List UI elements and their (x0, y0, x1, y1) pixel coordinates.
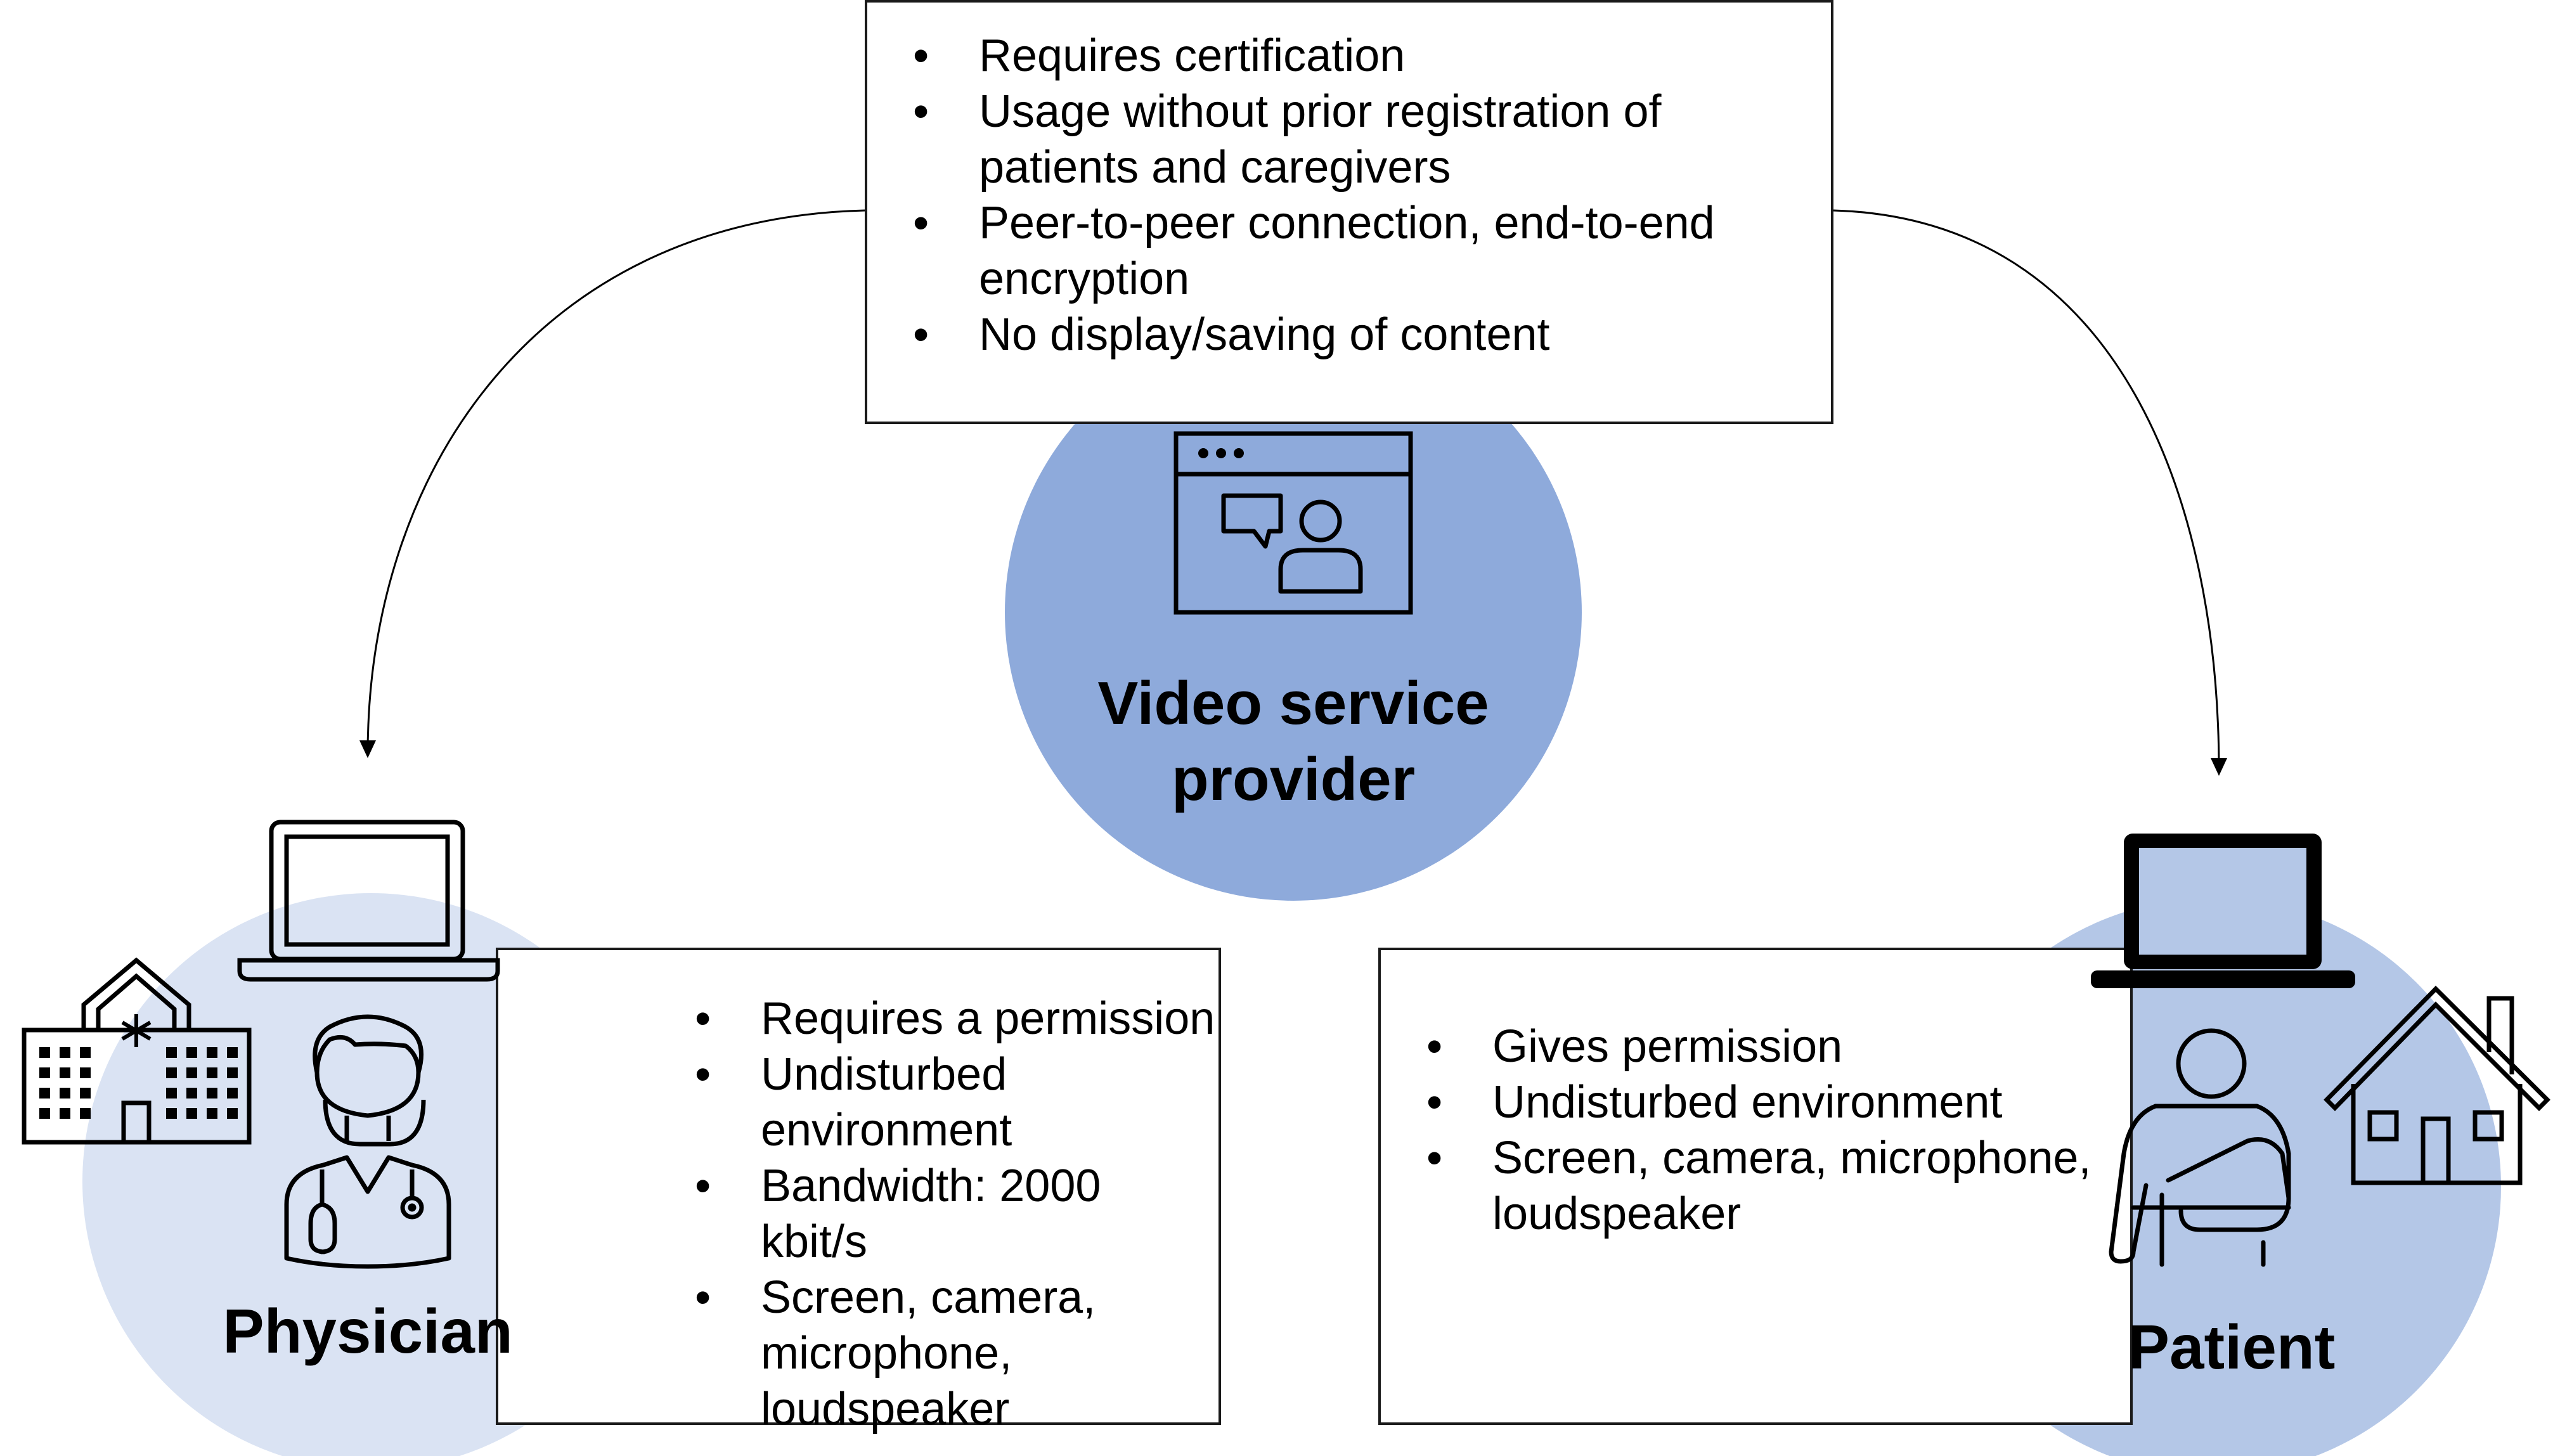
list-item: Screen, camera, microphone, loudspeaker (1381, 1130, 2130, 1242)
window-icon (60, 1047, 70, 1058)
window-icon (39, 1047, 50, 1058)
doctor-icon (284, 1014, 451, 1269)
window-icon (186, 1047, 197, 1058)
list-item: Usage without prior registration of pati… (867, 84, 1831, 195)
house-icon (2324, 986, 2550, 1185)
list-item: Requires certification (867, 28, 1831, 84)
list-item: Undisturbed environment (1381, 1074, 2130, 1130)
window-icon (39, 1067, 50, 1078)
list-item: Requires a permission (649, 991, 1219, 1047)
window-icon (227, 1088, 238, 1098)
arrow-to-patient (1833, 209, 2220, 771)
list-item: No display/saving of content (867, 307, 1831, 363)
arrow-to-physician-head (359, 740, 376, 758)
physician-title: Physician (223, 1296, 513, 1366)
list-item: Bandwidth: 2000 kbit/s (649, 1158, 1219, 1270)
patient-icon (2109, 1028, 2291, 1267)
provider-requirements-list: Requires certification Usage without pri… (867, 3, 1831, 363)
window-icon (39, 1108, 50, 1119)
window-icon (39, 1088, 50, 1098)
window-icon (60, 1067, 70, 1078)
window-icon (166, 1067, 177, 1078)
window-icon (207, 1108, 217, 1119)
window-icon (186, 1088, 197, 1098)
physician-requirements-list: Requires a permission Undisturbed enviro… (498, 950, 1219, 1437)
patient-requirements-list: Gives permission Undisturbed environment… (1381, 950, 2130, 1242)
patient-requirements-box: Gives permission Undisturbed environment… (1378, 948, 2133, 1425)
list-item: Peer-to-peer connection, end-to-end encr… (867, 195, 1831, 307)
window-icon (186, 1108, 197, 1119)
window-icon (166, 1088, 177, 1098)
window-icon (186, 1067, 197, 1078)
window-icon (207, 1047, 217, 1058)
arrow-to-patient-head (2211, 758, 2227, 776)
hospital-icon (22, 957, 252, 1145)
arrow-to-physician (366, 209, 865, 755)
window-icon (80, 1067, 91, 1078)
window-icon (80, 1108, 91, 1119)
window-icon (60, 1108, 70, 1119)
window-icon (80, 1047, 91, 1058)
list-item: Gives permission (1381, 1019, 2130, 1074)
window-icon (227, 1067, 238, 1078)
window-icon (227, 1047, 238, 1058)
physician-requirements-box: Requires a permission Undisturbed enviro… (496, 948, 1221, 1434)
patient-title: Patient (2128, 1312, 2336, 1382)
video-call-window-icon (1173, 431, 1413, 615)
laptop-icon (237, 820, 500, 982)
provider-requirements-box: Requires certification Usage without pri… (865, 0, 1833, 424)
laptop-icon (2091, 834, 2355, 988)
list-item: Screen, camera, microphone, loudspeaker (649, 1270, 1219, 1437)
window-icon (80, 1088, 91, 1098)
window-icon (166, 1108, 177, 1119)
provider-title-line: provider (1171, 745, 1416, 813)
window-icon (207, 1067, 217, 1078)
provider-title: Video service provider (1005, 666, 1582, 818)
window-icon (207, 1088, 217, 1098)
list-item: Undisturbed environment (649, 1047, 1219, 1158)
provider-title-line: Video service (1097, 669, 1489, 737)
window-icon (227, 1108, 238, 1119)
window-icon (166, 1047, 177, 1058)
window-icon (60, 1088, 70, 1098)
